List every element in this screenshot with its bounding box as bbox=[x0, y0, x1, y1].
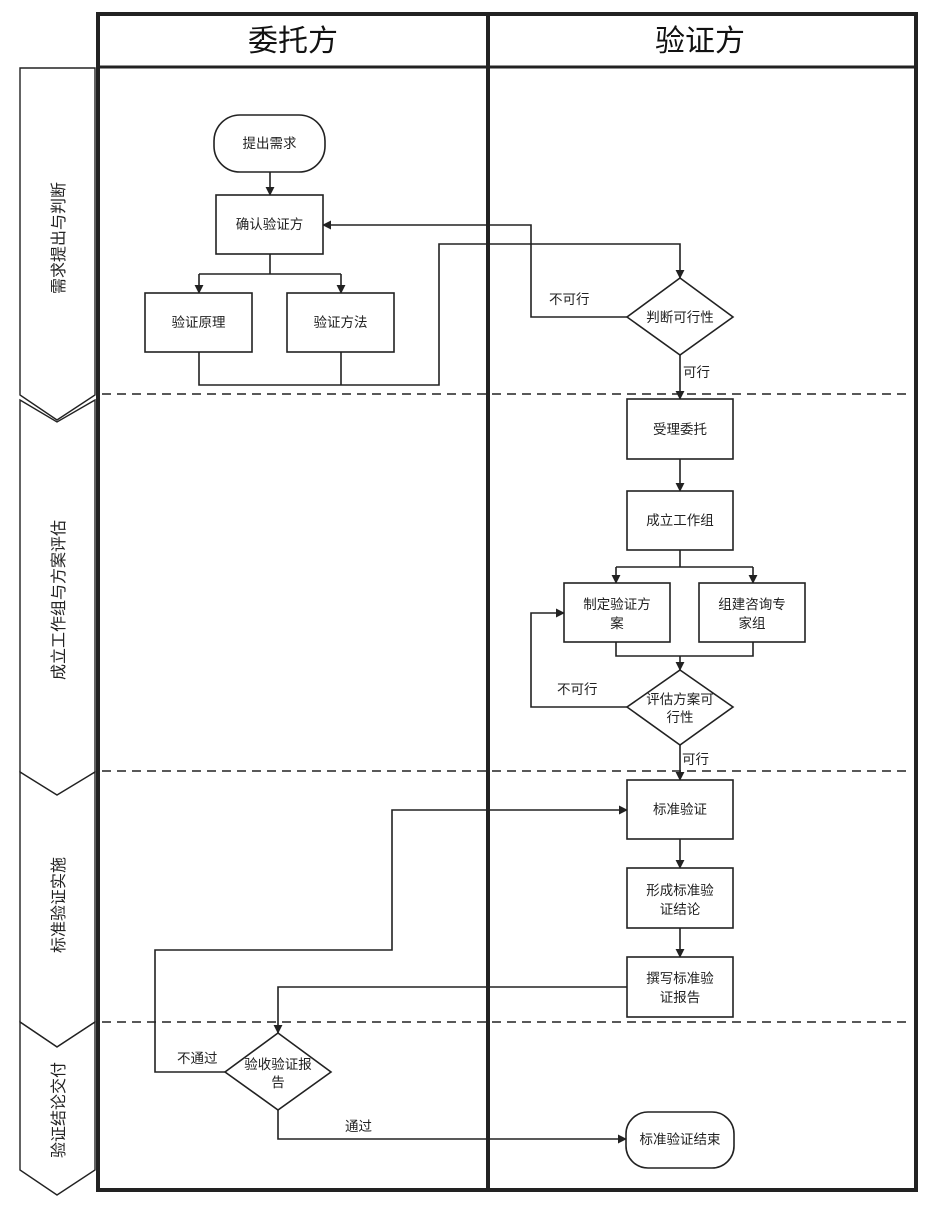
node-label: 验证方法 bbox=[314, 315, 368, 331]
nodes: 提出需求 确认验证方 验证原理 验证方法 判断可行性 受理委托 成立工作组 制 bbox=[144, 114, 806, 1169]
edge-evaluate-no bbox=[530, 608, 627, 708]
lane-label-4: 验证结论交付 bbox=[49, 1062, 68, 1158]
node-label: 标准验证 bbox=[653, 802, 707, 818]
column-header-client: 委托方 bbox=[248, 24, 338, 59]
node-evaluate-plan[interactable]: 评估方案可 行性 bbox=[625, 669, 735, 746]
edge-label-feasible-yes: 可行 bbox=[683, 365, 710, 381]
node-submit-request[interactable]: 提出需求 bbox=[213, 114, 326, 173]
node-label: 提出需求 bbox=[243, 136, 297, 152]
lane-tab-4 bbox=[19, 1020, 96, 1196]
lane-tab-1 bbox=[19, 67, 96, 421]
edge-report-review bbox=[273, 986, 627, 1034]
column-header-verifier: 验证方 bbox=[655, 24, 745, 59]
edge-label-evaluate-yes: 可行 bbox=[682, 752, 709, 768]
node-label: 确认验证方 bbox=[236, 217, 304, 233]
node-label: 行性 bbox=[667, 710, 694, 726]
edge-label-review-pass: 通过 bbox=[345, 1119, 372, 1135]
lane-tabs: 需求提出与判断 成立工作组与方案评估 标准验证实施 验证结论交付 bbox=[19, 67, 96, 1196]
node-label: 评估方案可 bbox=[646, 691, 714, 708]
lane-label-1: 需求提出与判断 bbox=[49, 182, 68, 294]
node-label: 成立工作组 bbox=[646, 513, 714, 529]
node-label: 标准验证结束 bbox=[640, 1132, 721, 1148]
node-label: 验证原理 bbox=[172, 315, 226, 331]
node-verification-end[interactable]: 标准验证结束 bbox=[625, 1111, 735, 1169]
node-label: 证结论 bbox=[660, 902, 701, 918]
node-confirm-verifier[interactable]: 确认验证方 bbox=[215, 194, 324, 255]
node-draft-plan[interactable]: 制定验证方 案 bbox=[563, 582, 671, 643]
node-form-conclusion[interactable]: 形成标准验 证结论 bbox=[626, 867, 734, 929]
node-label: 案 bbox=[610, 615, 624, 632]
node-accept-commission[interactable]: 受理委托 bbox=[626, 398, 734, 460]
edge-label-evaluate-no: 不可行 bbox=[557, 682, 598, 698]
pool-frame: 委托方 验证方 bbox=[96, 12, 918, 1192]
node-form-working-group[interactable]: 成立工作组 bbox=[626, 490, 734, 551]
edge-feasible-no bbox=[322, 220, 627, 318]
node-verification-principle[interactable]: 验证原理 bbox=[144, 292, 253, 353]
edge-merge-to-feasible bbox=[198, 243, 685, 386]
lane-label-2: 成立工作组与方案评估 bbox=[49, 520, 68, 680]
lane-separators bbox=[102, 393, 912, 1023]
node-label: 告 bbox=[271, 1075, 285, 1091]
node-review-report[interactable]: 验收验证报 告 bbox=[223, 1032, 333, 1111]
node-label: 证报告 bbox=[660, 990, 701, 1006]
edge-labels: 不可行 可行 不可行 可行 不通过 通过 bbox=[177, 292, 710, 1135]
node-label: 撰写标准验 bbox=[646, 971, 714, 987]
node-form-expert-group[interactable]: 组建咨询专 家组 bbox=[698, 582, 806, 643]
node-label: 组建咨询专 bbox=[718, 597, 786, 613]
node-judge-feasibility[interactable]: 判断可行性 bbox=[625, 277, 735, 356]
node-label: 判断可行性 bbox=[646, 310, 714, 326]
edge-team-split bbox=[616, 550, 753, 568]
edge-confirm-split bbox=[199, 254, 341, 275]
lane-label-3: 标准验证实施 bbox=[49, 857, 68, 953]
node-label: 形成标准验 bbox=[646, 883, 714, 899]
edges bbox=[154, 172, 758, 1144]
node-write-report[interactable]: 撰写标准验 证报告 bbox=[626, 956, 734, 1018]
node-standard-verification[interactable]: 标准验证 bbox=[626, 779, 734, 840]
node-label: 验收验证报 bbox=[244, 1057, 312, 1073]
edge-merge-to-evaluate bbox=[615, 642, 754, 657]
edge-review-pass bbox=[277, 1110, 627, 1144]
edge-label-review-fail: 不通过 bbox=[177, 1051, 218, 1067]
edge-label-feasible-no: 不可行 bbox=[549, 292, 590, 308]
node-label: 受理委托 bbox=[653, 422, 707, 438]
node-verification-method[interactable]: 验证方法 bbox=[286, 292, 395, 353]
node-label: 家组 bbox=[739, 615, 766, 632]
edge-review-fail bbox=[154, 805, 628, 1073]
node-label: 制定验证方 bbox=[583, 597, 651, 613]
pool-border bbox=[96, 12, 918, 1192]
